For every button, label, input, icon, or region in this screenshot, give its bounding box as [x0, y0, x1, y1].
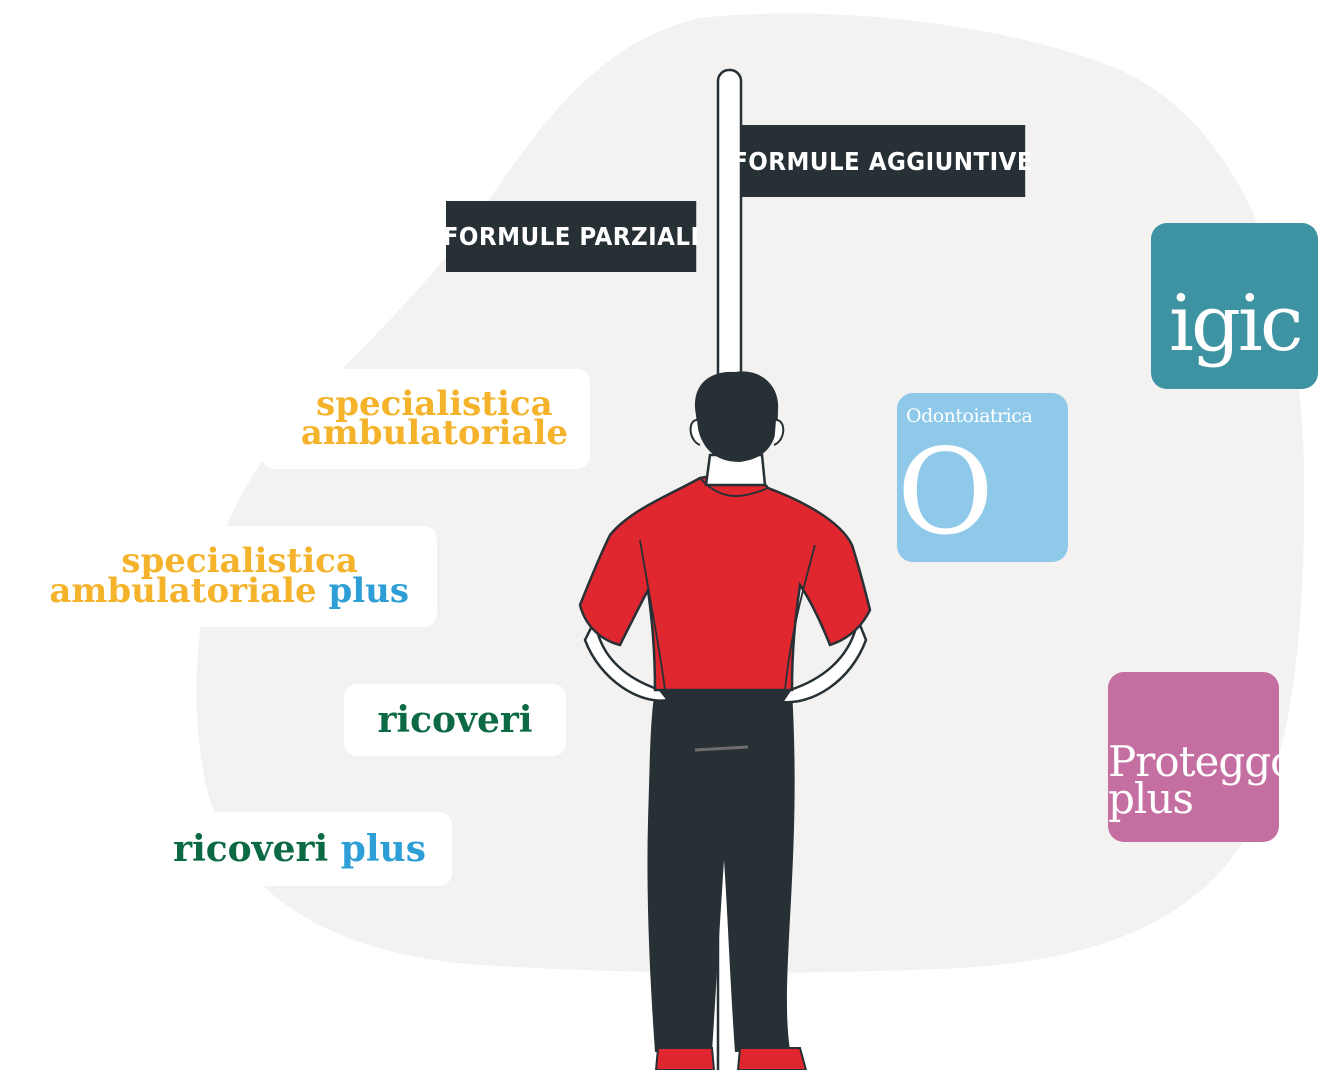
card-specialistica-ambulatoriale[interactable]: specialistica ambulatoriale [262, 369, 590, 469]
card-specplus-line2-b: plus [328, 570, 409, 611]
card-spec-line2: ambulatoriale [300, 413, 568, 453]
card-specplus-line1: specialistica [121, 541, 358, 582]
sign-formule-aggiuntive-label: FORMULE AGGIUNTIVE [732, 146, 1034, 176]
card-ricoveri-plus[interactable]: ricoveri plus [150, 812, 452, 886]
sign-formule-aggiuntive: FORMULE AGGIUNTIVE [732, 125, 1033, 197]
tile-igic-label: igic [1169, 279, 1304, 369]
person-figure [578, 371, 872, 1070]
tile-odontoiatrica-label: Odontoiatrica [906, 405, 1033, 427]
person-shoe-left [654, 1047, 716, 1070]
tile-odontoiatrica[interactable]: Odontoiatrica O [897, 393, 1068, 562]
card-specplus-line2-a: ambulatoriale [49, 570, 317, 611]
card-specialistica-ambulatoriale-plus[interactable]: specialistica ambulatoriale plus [0, 526, 437, 627]
tile-proteggo-line2: plus [1108, 773, 1194, 823]
card-ricoveri[interactable]: ricoveri [344, 684, 566, 756]
tile-odontoiatrica-letter: O [897, 423, 994, 561]
sign-formule-parziali: FORMULE PARZIALI [443, 201, 699, 272]
person-shoe-right [736, 1047, 808, 1070]
card-ricoveri-label: ricoveri [377, 699, 533, 741]
person-shirt [578, 474, 872, 692]
card-spec-line1: specialistica [316, 383, 553, 424]
tile-igic[interactable]: igic [1151, 223, 1318, 389]
tile-proteggo-plus[interactable]: Proteggo plus [1108, 672, 1279, 842]
card-ricplus-a: ricoveri [173, 828, 329, 870]
person-pants [647, 690, 795, 1052]
tile-proteggo-line1: Proteggo [1108, 737, 1279, 786]
card-ricplus-b: plus [340, 828, 426, 870]
person-head [694, 371, 779, 462]
sign-formule-parziali-label: FORMULE PARZIALI [442, 222, 700, 251]
